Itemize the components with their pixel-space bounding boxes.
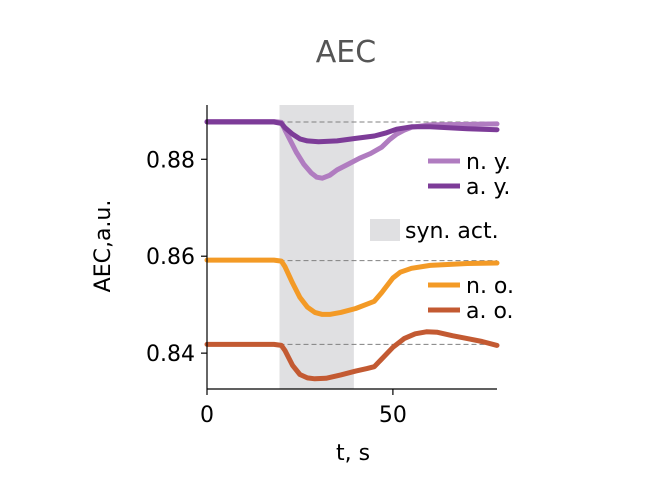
axes-group: 0.84 0.86 0.88 0 50: [146, 105, 497, 428]
series-group: [204, 119, 500, 382]
y-axis-label: AEC,a.u.: [91, 200, 116, 293]
legend-label-0: n. y.: [466, 150, 511, 175]
x-tick-label-1: 50: [379, 403, 407, 428]
syn-act-region: [279, 105, 354, 389]
series-line-1: [204, 119, 500, 145]
legend: n. y.a. y. syn. act. n. o.a. o.: [370, 150, 514, 324]
plot-background: [279, 105, 354, 389]
y-tick-label-2: 0.88: [146, 148, 195, 173]
y-tick-label-0: 0.84: [146, 342, 195, 367]
series-line-2: [204, 257, 500, 317]
baseline-group: [279, 121, 497, 345]
legend-label-syn-act: syn. act.: [405, 219, 499, 244]
legend-label-1: a. y.: [466, 175, 510, 200]
legend-label-2: n. o.: [466, 274, 514, 299]
series-line-3: [204, 329, 500, 382]
legend-label-3: a. o.: [466, 299, 514, 324]
y-tick-label-1: 0.86: [146, 245, 195, 270]
x-axis-label: t, s: [336, 441, 370, 466]
chart-title: AEC: [316, 35, 376, 70]
legend-swatch-syn-act: [370, 219, 400, 241]
x-tick-label-0: 0: [200, 403, 214, 428]
